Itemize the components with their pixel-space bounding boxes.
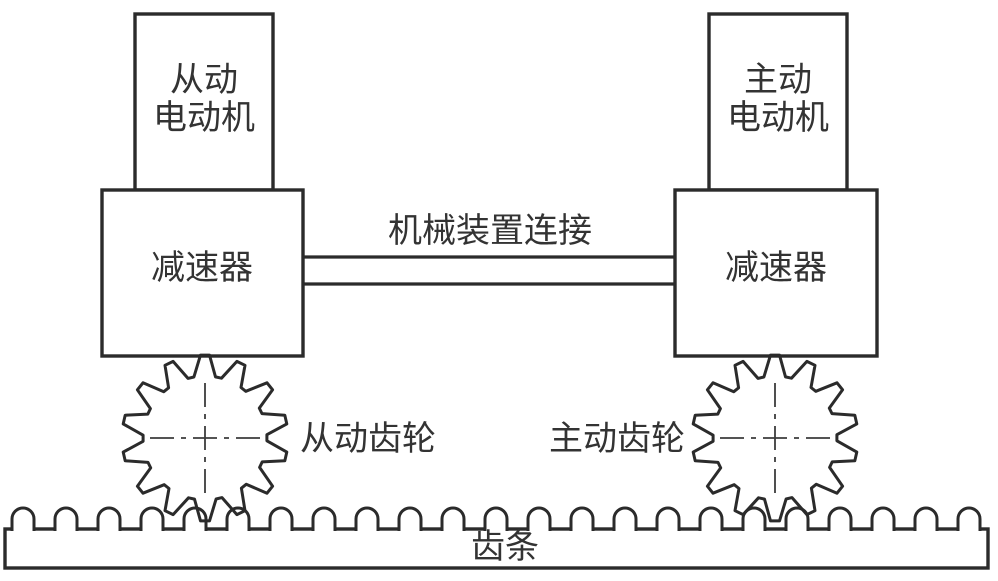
right-gear-label: 主动齿轮: [549, 420, 685, 458]
right-gear: [691, 353, 859, 523]
rack-tooth: [53, 506, 79, 531]
rack-tooth: [526, 506, 552, 531]
rack-tooth: [268, 506, 294, 531]
rack-tooth: [741, 506, 767, 531]
rack-tooth: [956, 506, 982, 531]
rack-tooth: [182, 506, 208, 531]
rack-tooth: [827, 506, 853, 531]
rack-tooth: [913, 506, 939, 531]
rack-body: [3, 527, 990, 570]
rack-tooth: [354, 506, 380, 531]
rack-tooth: [655, 506, 681, 531]
left-reducer-label: 减速器: [151, 250, 253, 287]
right-motor-label-line2: 电动机: [727, 99, 829, 137]
rack-tooth: [870, 506, 896, 531]
right-reducer-label: 减速器: [725, 250, 827, 287]
rack-tooth: [139, 506, 165, 531]
rack-tooth: [225, 506, 251, 531]
right-motor-label-line1: 主动: [744, 62, 812, 99]
rack-tooth: [569, 506, 595, 531]
rack-tooth: [440, 506, 466, 531]
rack-teeth: [10, 506, 982, 531]
rack-tooth: [483, 506, 509, 531]
coupling-label: 机械装置连接: [388, 212, 592, 250]
rack-tooth: [784, 506, 810, 531]
left-gear: [121, 353, 289, 523]
left-gear-label: 从动齿轮: [300, 420, 436, 458]
rack-tooth: [397, 506, 423, 531]
right-motor-box: [707, 12, 849, 192]
right-reducer-box: [673, 188, 879, 358]
rack-tooth: [311, 506, 337, 531]
rack-tooth: [96, 506, 122, 531]
left-reducer-box: [100, 188, 305, 358]
rack-tooth: [10, 506, 36, 531]
rack-label: 齿条: [471, 528, 539, 566]
left-motor-box: [133, 12, 275, 192]
left-motor-label-line1: 从动: [170, 62, 238, 99]
left-motor-label-line2: 电动机: [153, 99, 255, 137]
rack-tooth: [698, 506, 724, 531]
rack-tooth: [612, 506, 638, 531]
